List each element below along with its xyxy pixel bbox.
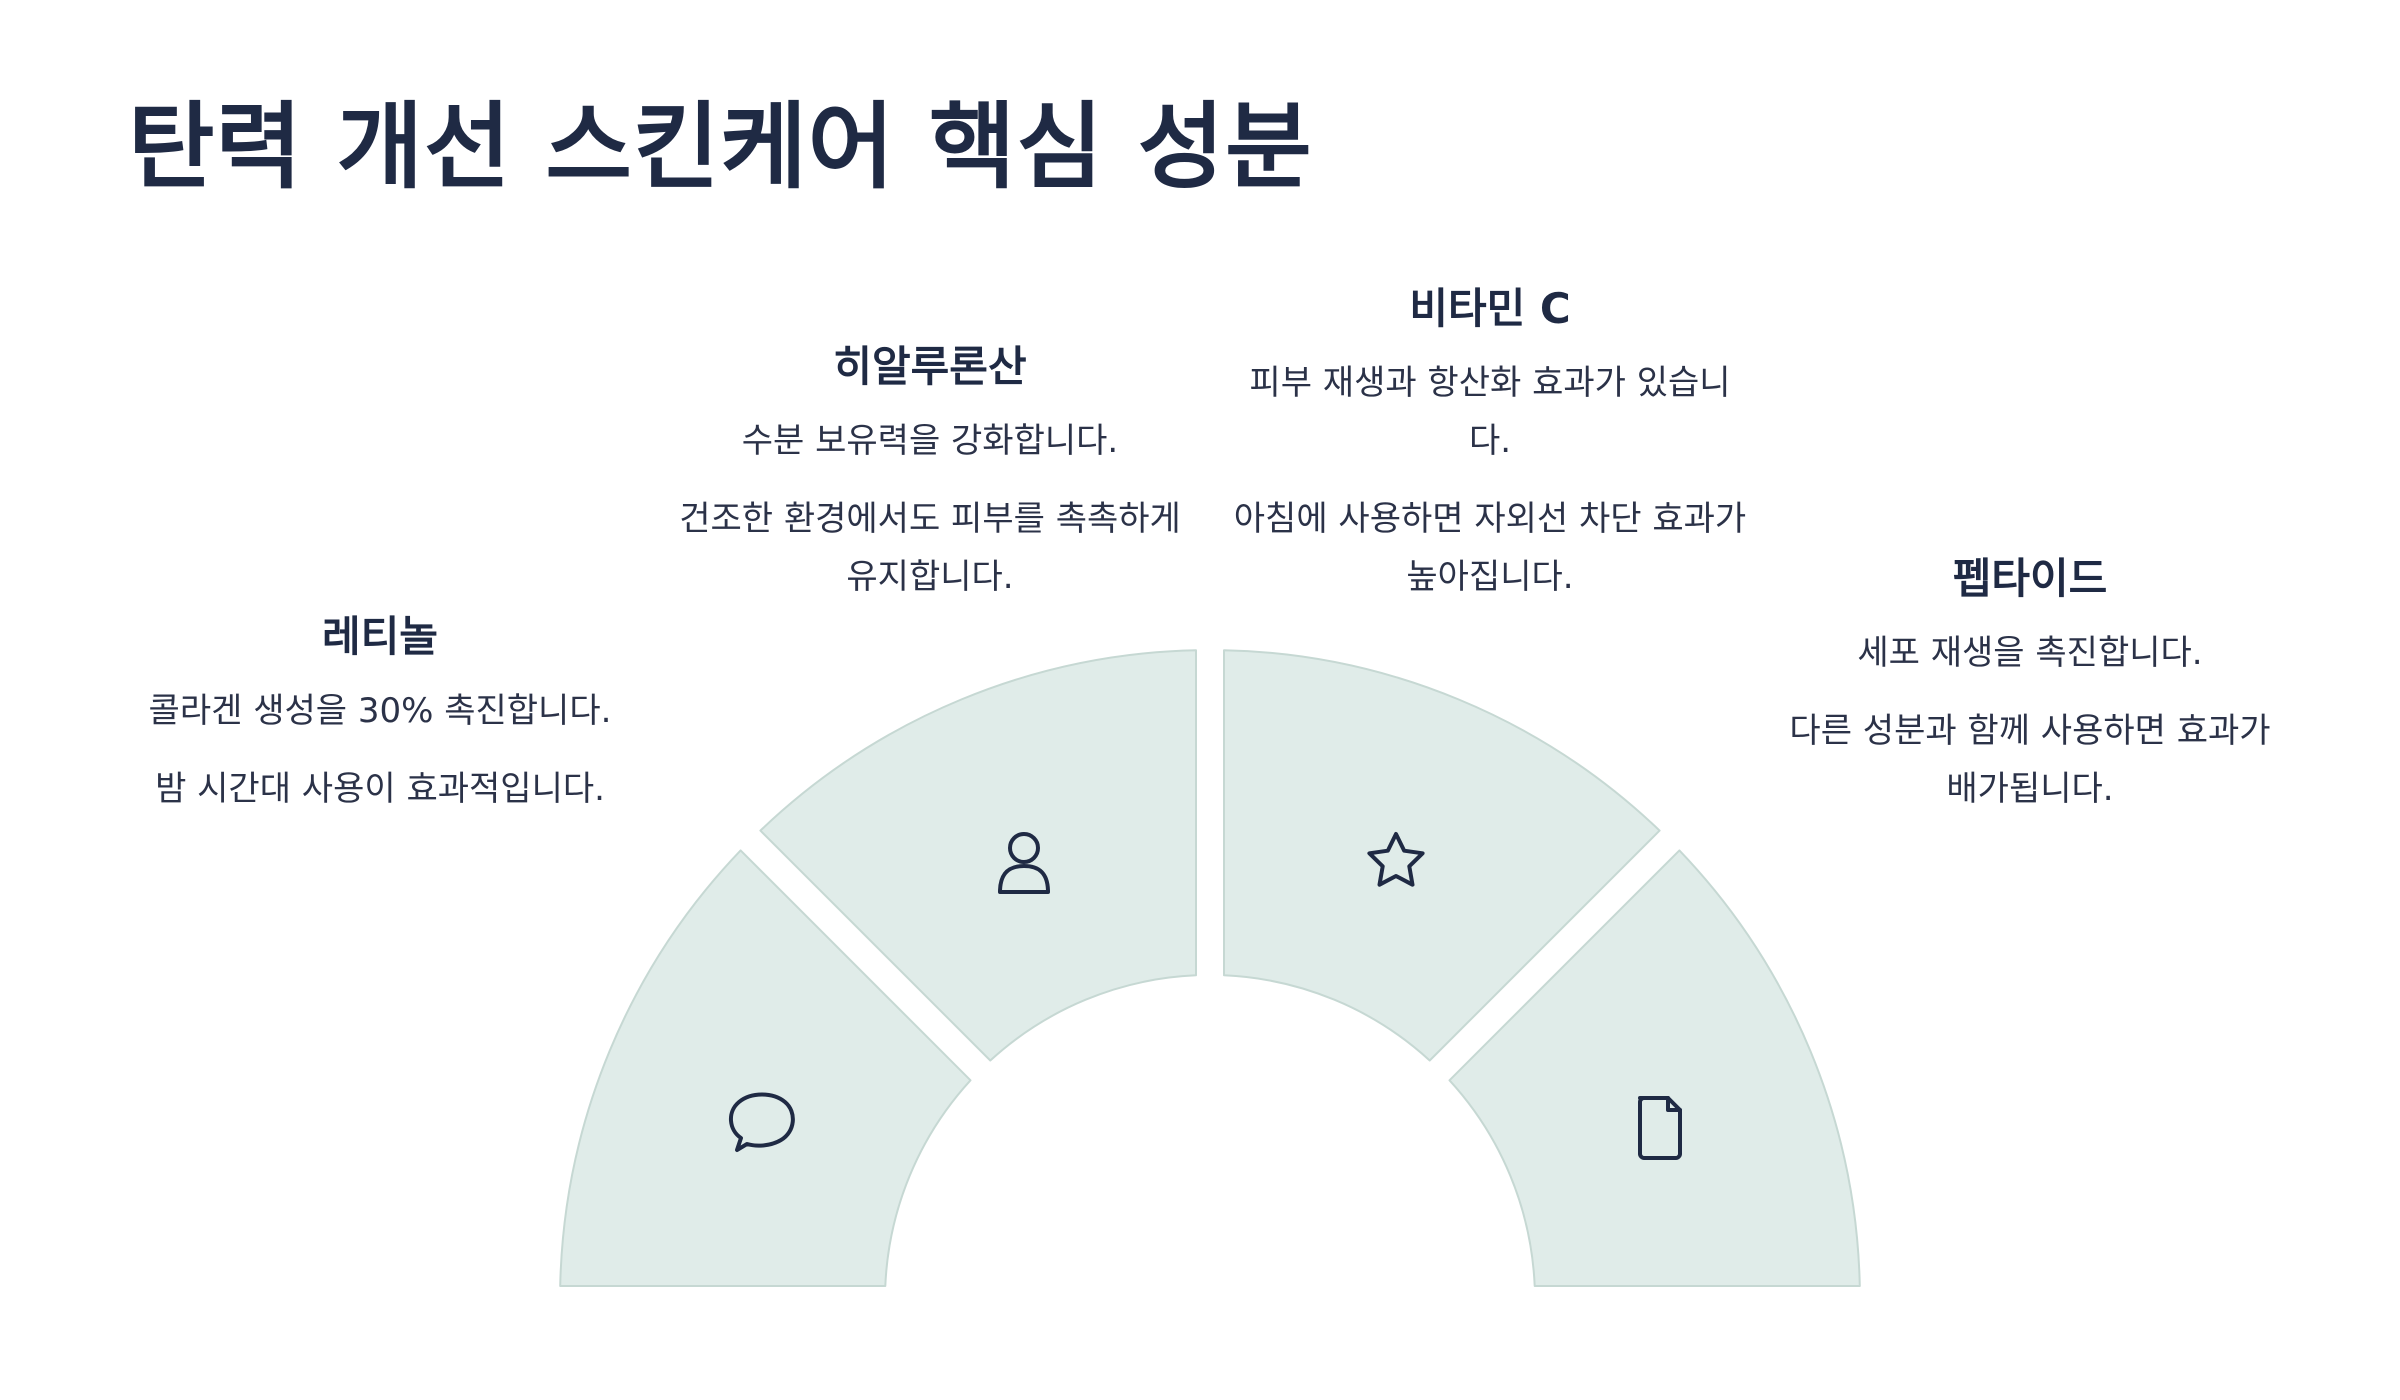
label-retinol: 레티놀 콜라겐 생성을 30% 촉진합니다. 밤 시간대 사용이 효과적입니다. — [120, 612, 640, 838]
ingredient-desc: 피부 재생과 항산화 효과가 있습니다. — [1249, 363, 1731, 462]
ingredient-name: 펩타이드 — [1952, 554, 2108, 603]
ingredient-desc: 다른 성분과 함께 사용하면 효과가 배가됩니다. — [1789, 711, 2271, 810]
ingredient-desc: 밤 시간대 사용이 효과적입니다. — [155, 769, 605, 810]
chat-bubble-icon — [729, 1092, 795, 1152]
ingredient-name: 히알루론산 — [833, 342, 1027, 391]
person-icon — [998, 832, 1050, 894]
label-vitamin-c: 비타민 C 피부 재생과 항산화 효과가 있습니다. 아침에 사용하면 자외선 … — [1230, 284, 1750, 626]
ingredient-name: 비타민 C — [1409, 284, 1571, 333]
label-peptide: 펩타이드 세포 재생을 촉진합니다. 다른 성분과 함께 사용하면 효과가 배가… — [1770, 554, 2290, 838]
segment-vitamin-c — [1223, 649, 1661, 1062]
document-icon — [1638, 1096, 1682, 1160]
ingredient-name: 레티놀 — [322, 612, 438, 661]
ingredient-desc: 아침에 사용하면 자외선 차단 효과가 높아집니다. — [1233, 499, 1747, 598]
ingredient-desc: 세포 재생을 촉진합니다. — [1857, 633, 2203, 674]
star-icon — [1367, 832, 1425, 887]
segment-hyaluronic-acid — [759, 649, 1197, 1062]
ingredient-desc: 수분 보유력을 강화합니다. — [741, 421, 1119, 462]
ingredient-desc: 건조한 환경에서도 피부를 촉촉하게 유지합니다. — [679, 499, 1181, 598]
page-title: 탄력 개선 스킨케어 핵심 성분 — [128, 93, 1313, 202]
segment-retinol — [559, 849, 972, 1287]
segment-peptide — [1448, 849, 1861, 1287]
ingredient-desc: 콜라겐 생성을 30% 촉진합니다. — [148, 691, 612, 732]
label-hyaluronic-acid: 히알루론산 수분 보유력을 강화합니다. 건조한 환경에서도 피부를 촉촉하게 … — [660, 342, 1200, 626]
